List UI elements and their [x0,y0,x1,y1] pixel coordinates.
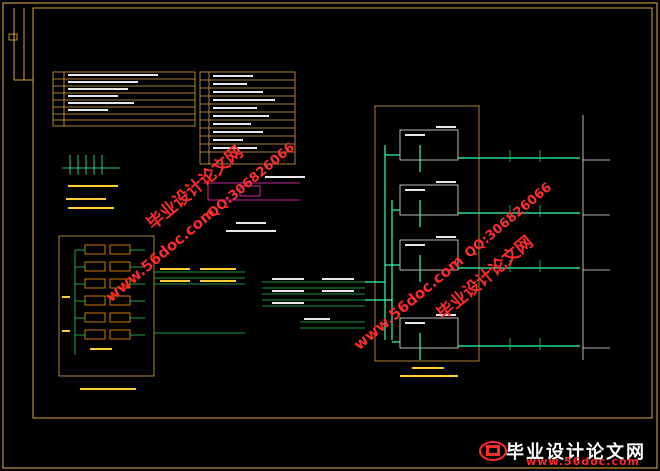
legend-table-left [52,71,196,127]
legend-table-left-text [68,74,158,111]
center-detail [203,182,300,201]
left-panel-labels [62,296,136,390]
brand-logo-icon [479,441,507,461]
busbar-detail-text [66,185,118,209]
feeder-small-marks [509,150,541,350]
legend-table-right-text [213,75,275,149]
binding-mark [8,33,18,41]
left-panel-wires [74,249,145,355]
feeder-lines [582,115,610,360]
right-cabinet-modules [399,129,459,349]
right-cabinet-titles [400,367,458,377]
legend-table-right [199,71,296,165]
signal-bundle [262,281,365,329]
signal-labels-left [160,268,236,282]
footer-brand-name: 毕业设计论文网 [506,442,646,463]
right-cabinet-frame [374,105,480,362]
signal-bundle-labels [272,278,354,320]
left-panel-devices [84,244,131,340]
left-panel-frame [58,235,155,377]
drawing-frame [32,7,653,419]
busbar-detail [62,155,120,175]
footer-brand-url: www.56doc.com [526,455,640,468]
right-cabinet-wiring [365,145,580,360]
signal-lines-left [154,271,245,334]
center-detail-text [226,176,305,232]
right-cabinet-labels [405,126,456,324]
